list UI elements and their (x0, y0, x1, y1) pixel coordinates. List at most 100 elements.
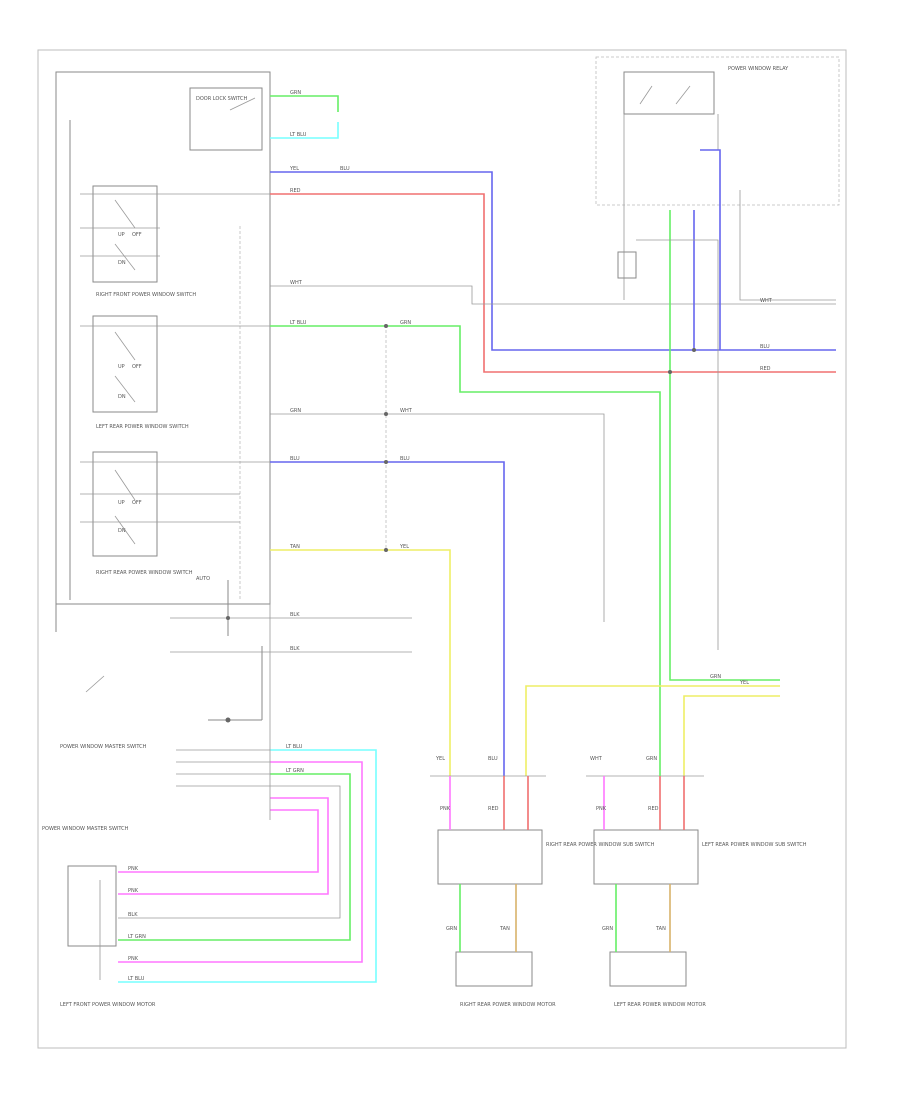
splice-dot (668, 370, 672, 374)
wire-pink-lf (118, 761, 363, 963)
switch-position-label: DN (118, 260, 126, 266)
relay-contact-b (675, 85, 691, 105)
switch-position-label: UP (118, 364, 125, 370)
wire-yellow-sub (525, 685, 780, 776)
wire-label: RED (760, 366, 771, 372)
wire-yellow-sub-2 (683, 695, 780, 776)
wire-label: BLU (488, 756, 498, 762)
rf-contact-b (114, 243, 136, 271)
power-window-relay-block (623, 71, 715, 115)
diagram-frame (37, 49, 847, 1049)
wire-label: LT BLU (290, 320, 307, 326)
wire-label: LT BLU (286, 744, 303, 750)
wire-label: PNK (128, 888, 139, 894)
switch-position-label: OFF (132, 364, 142, 370)
wire-label: GRN (646, 756, 657, 762)
wire-label: GRN (290, 408, 301, 414)
right-front-switch-block (92, 185, 158, 283)
wire-label: TAN (499, 926, 510, 932)
wire-label: PNK (596, 806, 607, 812)
wire-label: YEL (399, 544, 409, 550)
left-rear-sub-switch-block (593, 829, 699, 885)
switch-position-label: OFF (132, 500, 142, 506)
wire-label: WHT (400, 408, 413, 414)
wire-door-lock-cyan (270, 122, 339, 139)
splice-dot (692, 348, 696, 352)
wire-label: BLU (290, 456, 300, 462)
wire-label: LT BLU (290, 132, 307, 138)
wire-label: PNK (128, 956, 139, 962)
door-lock-switch-block (189, 87, 263, 151)
door-lock-contact (229, 97, 256, 111)
wire-green-lf (118, 773, 351, 941)
wire-label: BLU (760, 344, 770, 350)
splice-dot (384, 324, 388, 328)
wire-label: LT BLU (128, 976, 145, 982)
relay-white-lower (636, 239, 719, 650)
wire-label: PNK (128, 866, 139, 872)
auto-switch-label: AUTO (196, 576, 210, 582)
wire-label: BLU (340, 166, 350, 172)
wire-label: TAN (655, 926, 666, 932)
relay-white-out (739, 190, 836, 301)
wire-label: BLK (290, 612, 300, 618)
wire-label: LT GRN (286, 768, 304, 774)
rf-contact-a (114, 199, 136, 229)
wire-label: GRN (290, 90, 301, 96)
wire-door-lock-green (270, 95, 339, 112)
splice-dot (226, 616, 230, 620)
power-window-relay-label: POWER WINDOW RELAY (728, 66, 789, 72)
right-front-switch-label: RIGHT FRONT POWER WINDOW SWITCH (96, 292, 196, 298)
left-rear-switch-block (92, 315, 158, 413)
switch-position-label: DN (118, 528, 126, 534)
wire-cyan-lf (118, 749, 377, 983)
door-lock-switch-label: DOOR LOCK SWITCH (196, 96, 248, 102)
wire-pink-lf-2 (118, 797, 329, 895)
wire-pink-lf-3 (118, 809, 319, 873)
rr-contact-a (114, 469, 136, 501)
wire-blue-rr (270, 461, 505, 776)
lr-contact-a (114, 331, 136, 361)
rr-contact-b (114, 515, 136, 545)
wire-label: WHT (590, 756, 603, 762)
wire-label: WHT (760, 298, 773, 304)
wire-label: GRN (400, 320, 411, 326)
wire-label: GRN (710, 674, 721, 680)
master-switch-outline (55, 71, 271, 605)
wire-label: BLK (128, 912, 138, 918)
left-rear-switch-label: LEFT REAR POWER WINDOW SWITCH (96, 424, 189, 430)
wire-green-lr (270, 325, 661, 690)
wire-red-relay (270, 193, 836, 373)
wire-label: LT GRN (128, 934, 146, 940)
switch-position-label: UP (118, 232, 125, 238)
left-front-motor-label: LEFT FRONT POWER WINDOW MOTOR (60, 1002, 156, 1008)
wire-label: GRN (446, 926, 457, 932)
wire-label: WHT (290, 280, 303, 286)
switch-position-label: OFF (132, 232, 142, 238)
splice-dot (384, 460, 388, 464)
wire-label: RED (488, 806, 499, 812)
splice-dot (384, 412, 388, 416)
wire-label: YEL (289, 166, 299, 172)
right-rear-switch-block (92, 451, 158, 557)
left-front-motor-block (67, 865, 117, 947)
wire-label: RED (648, 806, 659, 812)
wire-label: BLU (400, 456, 410, 462)
wire-white-relay (270, 285, 836, 305)
wire-black-lf (118, 785, 341, 919)
lr-motor-label: LEFT REAR POWER WINDOW MOTOR (614, 1002, 706, 1008)
relay-contact-a (639, 85, 653, 105)
relay-blue-drop (700, 149, 721, 350)
switch-position-label: DN (118, 394, 126, 400)
relay-box-outline (595, 56, 840, 206)
splice-dot (384, 548, 388, 552)
lr-contact-b (114, 375, 136, 403)
wire-blue-relay (270, 171, 836, 351)
right-rear-sub-switch-block (437, 829, 543, 885)
wire-white-lr (270, 413, 605, 622)
wire-label: RED (290, 188, 301, 194)
right-rear-switch-label: RIGHT REAR POWER WINDOW SWITCH (96, 570, 193, 576)
left-rear-motor-block (609, 951, 687, 987)
switch-position-label: UP (118, 500, 125, 506)
